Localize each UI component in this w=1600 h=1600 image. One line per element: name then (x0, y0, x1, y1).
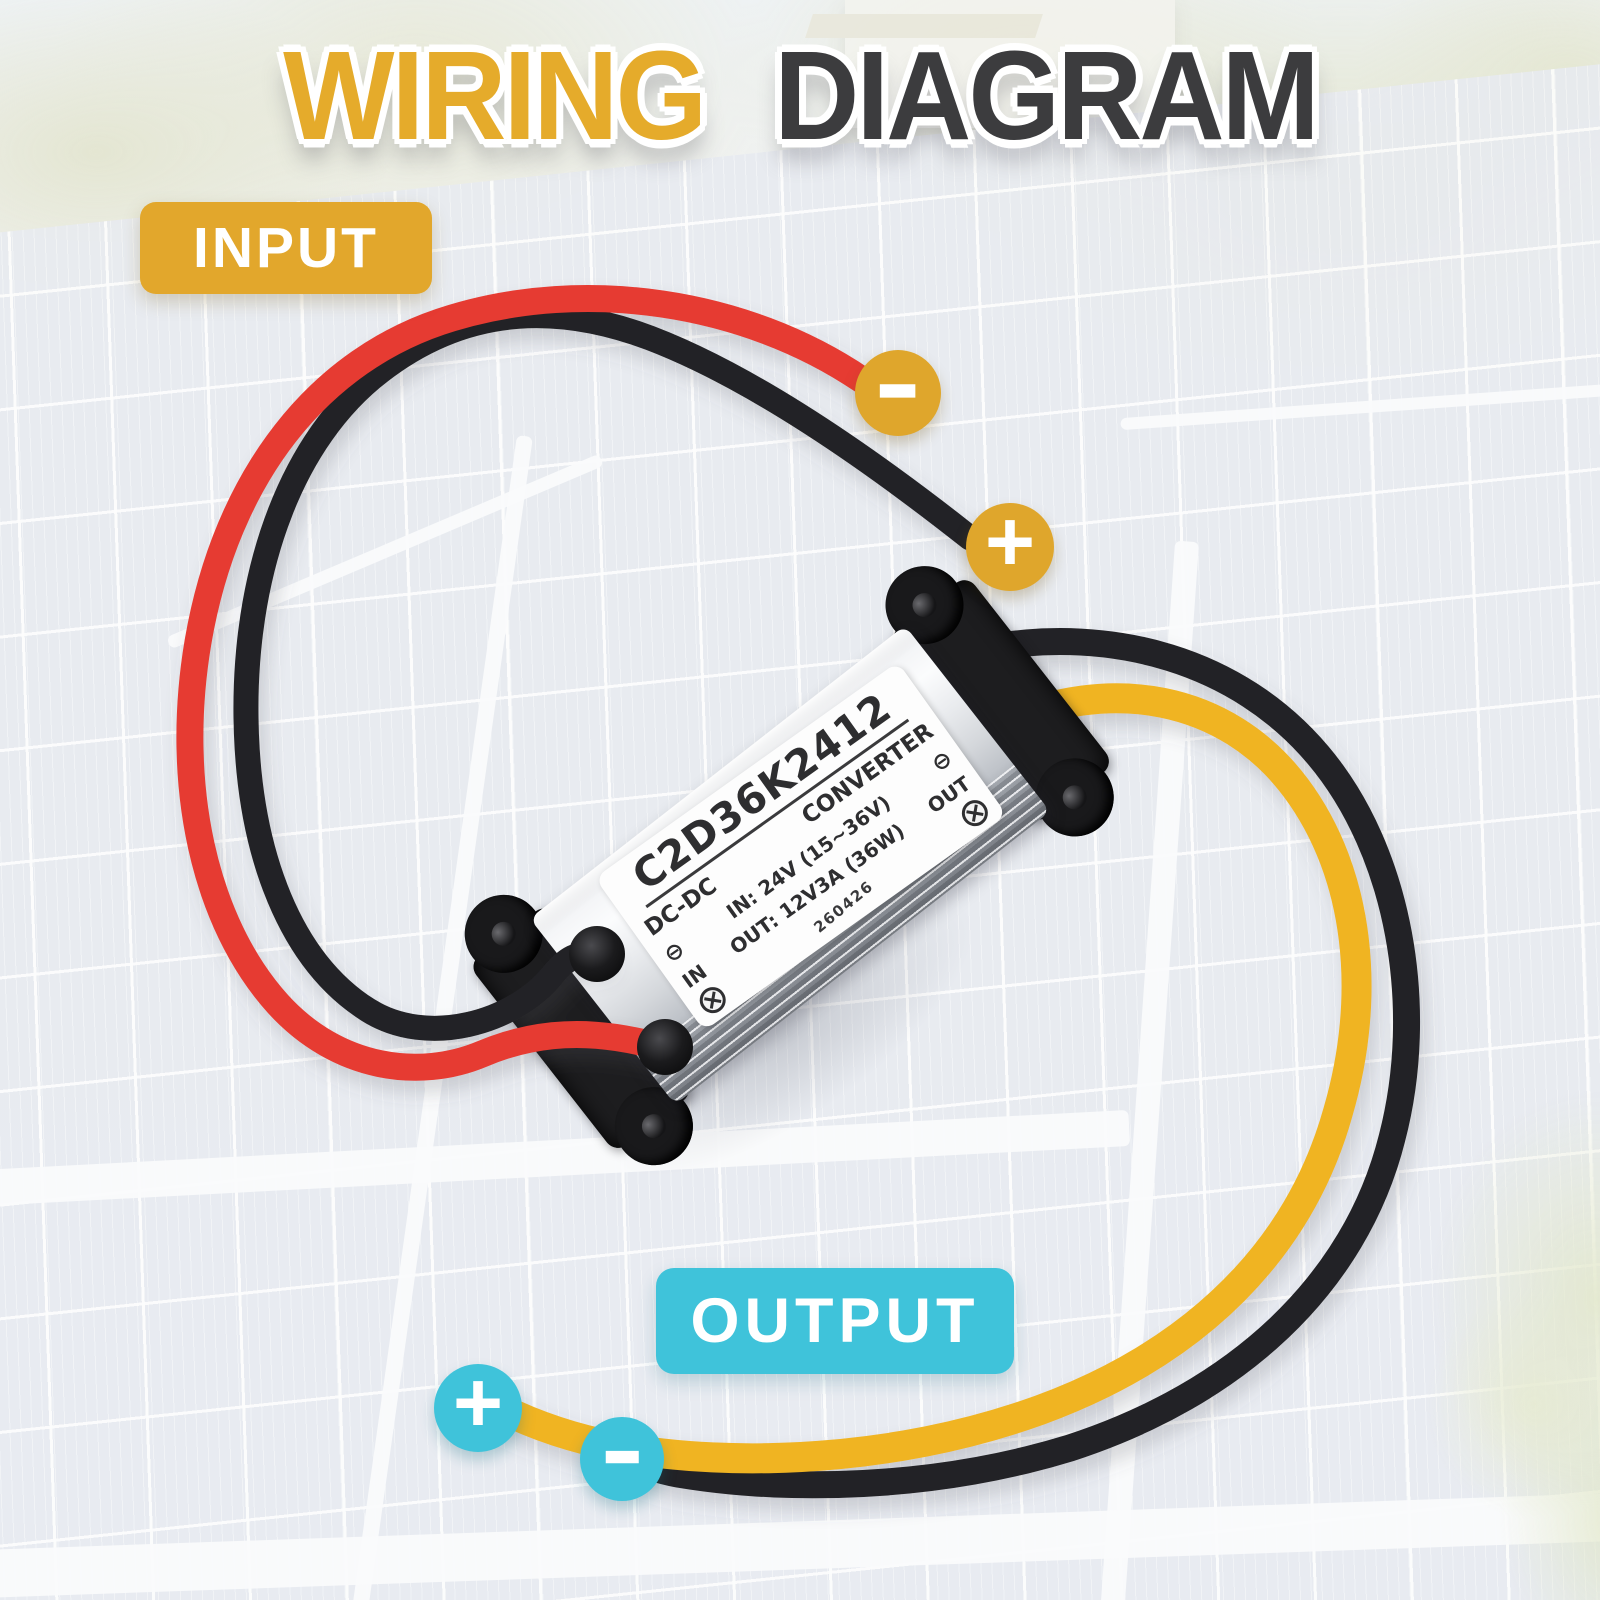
output-label-text: OUTPUT (690, 1286, 980, 1356)
input-label-text: INPUT (193, 216, 379, 280)
plus-icon: + (452, 1355, 504, 1451)
minus-icon: - (600, 1391, 644, 1507)
wire-grommet (569, 926, 625, 982)
input-positive-badge: + (966, 499, 1054, 591)
output-black-wire (618, 628, 1421, 1499)
faded-building (845, 0, 1175, 128)
plus-icon: + (984, 494, 1036, 590)
input-red-wire (176, 285, 876, 1081)
input-negative-badge: - (855, 326, 941, 438)
input-black-wire (233, 303, 983, 1041)
output-positive-badge: + (434, 1360, 522, 1452)
output-label: OUTPUT (656, 1268, 1014, 1374)
page-title: WIRING DIAGRAM (0, 23, 1600, 169)
wire-grommet (637, 1019, 693, 1075)
title-word-diagram: DIAGRAM (774, 25, 1320, 167)
minus-icon: - (874, 319, 922, 444)
title-word-wiring: WIRING (283, 25, 707, 167)
input-label: INPUT (140, 202, 432, 294)
output-negative-badge: - (580, 1397, 664, 1501)
